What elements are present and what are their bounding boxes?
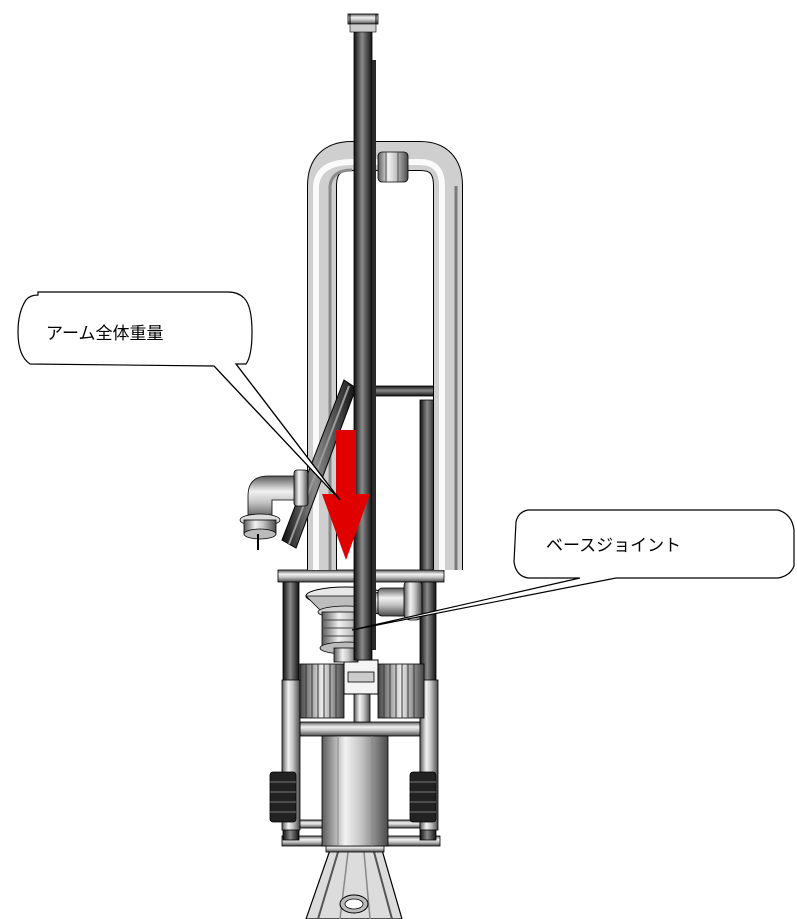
upper-loop-pipe: [307, 141, 463, 570]
hinge-bracket: [343, 659, 379, 723]
lower-frame: [281, 399, 441, 847]
callout-base-joint: ベースジョイント: [351, 509, 795, 631]
main-vertical-pipe: [347, 13, 379, 661]
outboard-elbow: [239, 469, 309, 550]
counterweight-left: [299, 663, 345, 719]
right-roller: [409, 771, 437, 823]
weight-arrow: [322, 430, 370, 560]
callout-arm-weight: アーム全体重量: [17, 291, 341, 501]
callout-label-base-joint: ベースジョイント: [546, 536, 681, 556]
callout-label-arm-weight: アーム全体重量: [46, 324, 163, 344]
counterweight-right: [377, 663, 425, 719]
pedestal-stand: [305, 843, 403, 919]
left-roller: [269, 771, 297, 823]
